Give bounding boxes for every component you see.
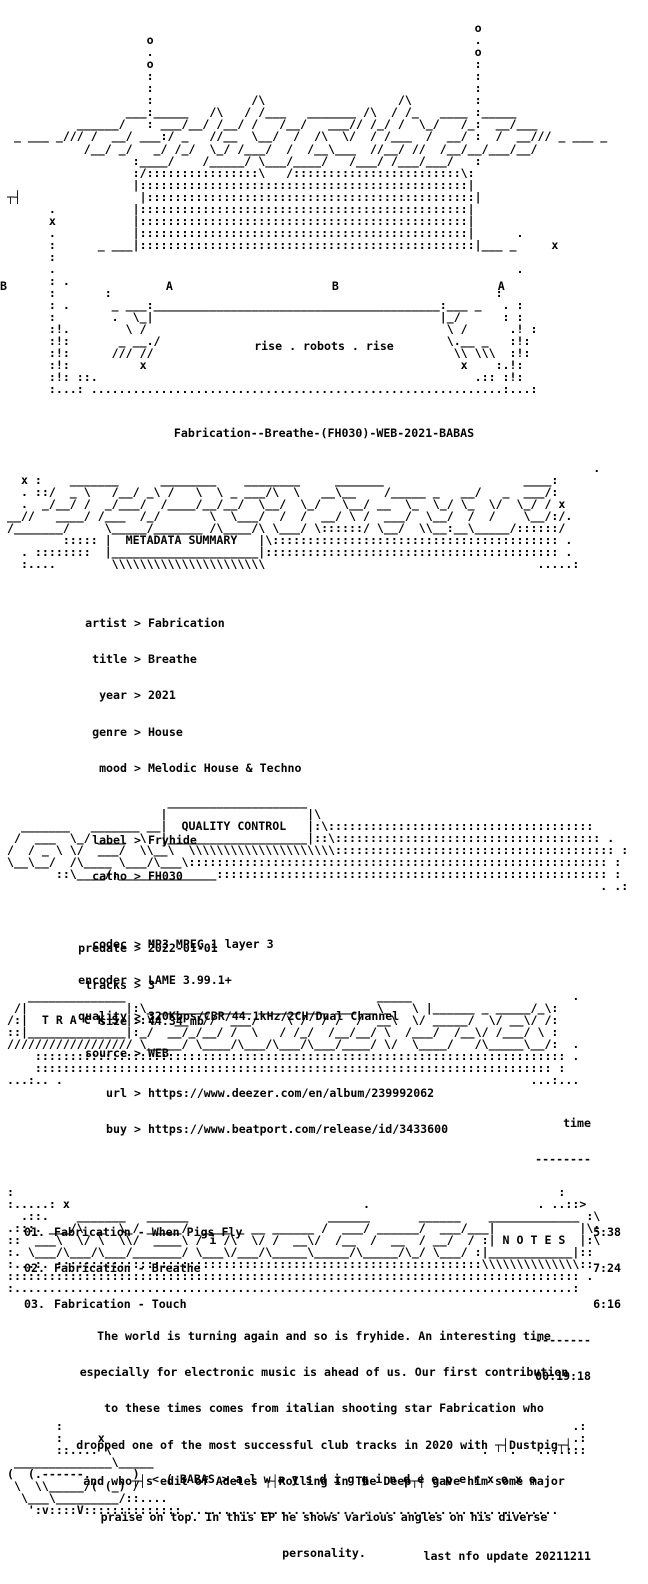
meta-key: url [106, 1085, 127, 1100]
meta-row-genre: genre > House [0, 724, 648, 739]
meta-value: Fryhide [147, 832, 197, 847]
meta-row-tracks: tracks > 3 [0, 977, 648, 992]
notes-line: to these times comes from italian shooti… [104, 1401, 544, 1416]
meta-value: 2022-01-01 [147, 941, 218, 956]
notes-line: praise on top. In this EP he shows vario… [100, 1509, 548, 1524]
track-time: 7:24 [593, 1260, 621, 1275]
tracks-header-art: ______________ _____ . /| |:\_ _______ _… [6, 989, 580, 1088]
meta-row-label: label > Fryhide [0, 834, 648, 846]
quality-row-codec: codec > MP3 MPEG 1 layer 3 [0, 938, 648, 950]
meta-key: catno [92, 869, 127, 884]
notes-line: and who┬┤s edit of Adeles ┬┤Rolling In T… [83, 1473, 565, 1488]
meta-row-size: size > 44.34 mb [0, 1015, 648, 1027]
meta-url-link[interactable]: https://www.deezer.com/en/album/23999206… [147, 1085, 435, 1100]
track-number: 01. [24, 1224, 45, 1239]
meta-value: FH030 [147, 869, 183, 884]
meta-row-predate: predate > 2022-01-01 [0, 942, 648, 954]
meta-buy-link[interactable]: https://www.beatport.com/release/id/3433… [147, 1122, 449, 1137]
track-row: 01. Fabrication - When Pigs Fly 5:38 [0, 1224, 648, 1239]
notes-line: The world is turning again and so is fry… [97, 1329, 551, 1344]
quality-header-art: ____________________ | |\ _______ ______… [6, 795, 629, 894]
meta-key: year [99, 688, 127, 703]
quality-list: codec > MP3 MPEG 1 layer 3 encoder > LAM… [0, 914, 648, 1071]
meta-key: title [92, 652, 127, 667]
last-update: last nfo update 20211211 [423, 1549, 591, 1563]
quality-key: codec [92, 937, 127, 952]
meta-row-url: url > https://www.deezer.com/en/album/23… [0, 1087, 648, 1099]
meta-key: artist [85, 616, 127, 631]
meta-key: size [99, 1013, 127, 1028]
track-name: Fabrication - When Pigs Fly [54, 1224, 243, 1239]
babas-logo-letters: B A B A S [0, 279, 648, 293]
meta-value: Melodic House & Techno [147, 760, 302, 775]
track-number: 03. [24, 1296, 45, 1311]
quality-key: quality [78, 1009, 127, 1024]
meta-key: genre [92, 724, 127, 739]
track-name: Fabrication - Touch [54, 1296, 187, 1311]
notes-line: especially for electronic music is ahead… [79, 1365, 569, 1380]
meta-key: buy [106, 1122, 127, 1137]
babas-logo-art: o o . . o o [6, 21, 608, 397]
meta-key: predate [78, 941, 127, 956]
quality-value: 320Kbps/CBR/44.1kHz/2CH/Dual Channel [147, 1009, 400, 1024]
quality-key: source [85, 1045, 127, 1060]
quality-value: LAME 3.99.1+ [147, 973, 232, 988]
metadata-list: artist > Fabrication title > Breathe yea… [0, 593, 648, 1147]
meta-row-year: year > 2021 [0, 689, 648, 701]
meta-key: tracks [85, 977, 127, 992]
meta-value: House [147, 724, 183, 739]
metadata-header-art: . x : _______ ________ ________ _______ … [6, 461, 601, 572]
tracklist: time -------- 01.Fabrication - When Pigs… [0, 1093, 648, 1394]
notes-line: dropped one of the most successful club … [76, 1437, 572, 1452]
babas-tagline: rise . robots . rise [254, 339, 394, 353]
time-header: time [563, 1116, 591, 1131]
notes-header-art: : : :.....: x . . ..::> .::. _______ ___… [6, 1185, 601, 1296]
track-row: 02. Fabrication - Breathe 7:24 [0, 1262, 648, 1274]
notes-text: The world is turning again and so is fry… [0, 1306, 648, 1571]
meta-value: 44.34 mb [147, 1013, 204, 1028]
track-number: 02. [24, 1260, 45, 1275]
meta-value: 3 [147, 977, 155, 992]
track-time: 6:16 [593, 1296, 621, 1311]
quality-key: encoder [78, 973, 127, 988]
track-name: Fabrication - Breathe [54, 1260, 201, 1275]
meta-value: 2021 [147, 688, 176, 703]
meta-value: Breathe [147, 652, 197, 667]
notes-line: personality. [282, 1545, 366, 1560]
quality-row-encoder: encoder > LAME 3.99.1+ [0, 974, 648, 986]
meta-key: mood [99, 760, 127, 775]
meta-value: Fabrication [147, 616, 225, 631]
footer-art: : .: : x .: ::.... \ [6, 1419, 587, 1518]
release-title: Fabrication--Breathe-(FH030)-WEB-2021-BA… [173, 426, 475, 440]
total-time: 00:19:18 [535, 1369, 591, 1384]
meta-row-buy: buy > https://www.beatport.com/release/i… [0, 1123, 648, 1135]
quality-value: MP3 MPEG 1 layer 3 [147, 937, 274, 952]
quality-value: WEB [147, 1045, 169, 1060]
track-time: 5:38 [593, 1224, 621, 1239]
quality-row-source: source > WEB [0, 1045, 648, 1060]
meta-key: label [92, 832, 127, 847]
track-row: 03. Fabrication - Touch 6:16 [0, 1298, 648, 1310]
quality-row-quality: quality > 320Kbps/CBR/44.1kHz/2CH/Dual C… [0, 1010, 648, 1022]
meta-row-mood: mood > Melodic House & Techno [0, 762, 648, 774]
meta-row-title: title > Breathe [0, 653, 648, 665]
meta-row-catno: catno > FH030 [0, 870, 648, 882]
footer-motto: < ( BABAS > a l w a y s d i g g i n d e … [152, 1472, 536, 1486]
meta-row-artist: artist > Fabrication [0, 617, 648, 629]
